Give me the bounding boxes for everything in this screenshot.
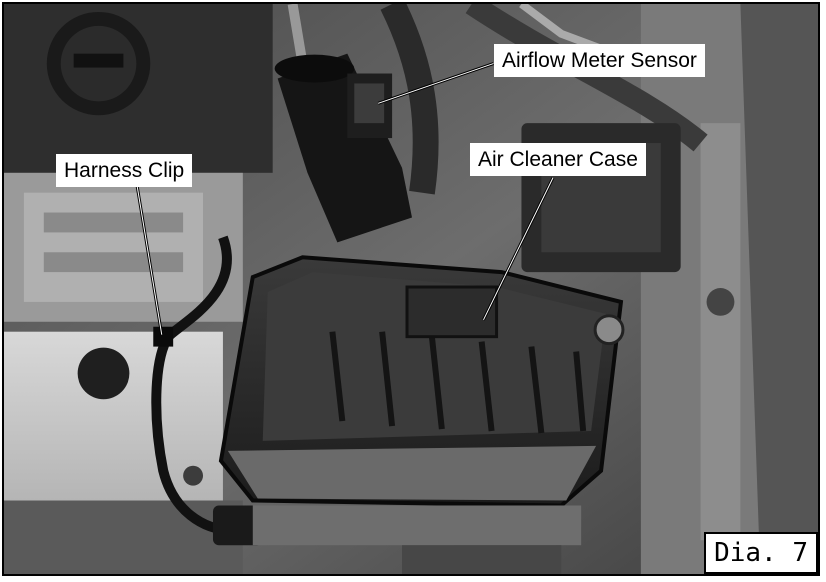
intake-duct <box>277 53 412 243</box>
harness-clip-label: Harness Clip <box>56 154 193 187</box>
air-cleaner-case-label: Air Cleaner Case <box>470 143 646 176</box>
diagram-number-tag: Dia. 7 <box>704 532 818 574</box>
rubber-plug <box>77 347 130 400</box>
engine-bay-illustration <box>4 4 818 574</box>
engine-bay-photo <box>2 2 820 576</box>
wire-harness <box>151 235 234 536</box>
harness-clip-part <box>153 326 174 347</box>
airflow-meter-sensor-label: Airflow Meter Sensor <box>494 44 705 77</box>
